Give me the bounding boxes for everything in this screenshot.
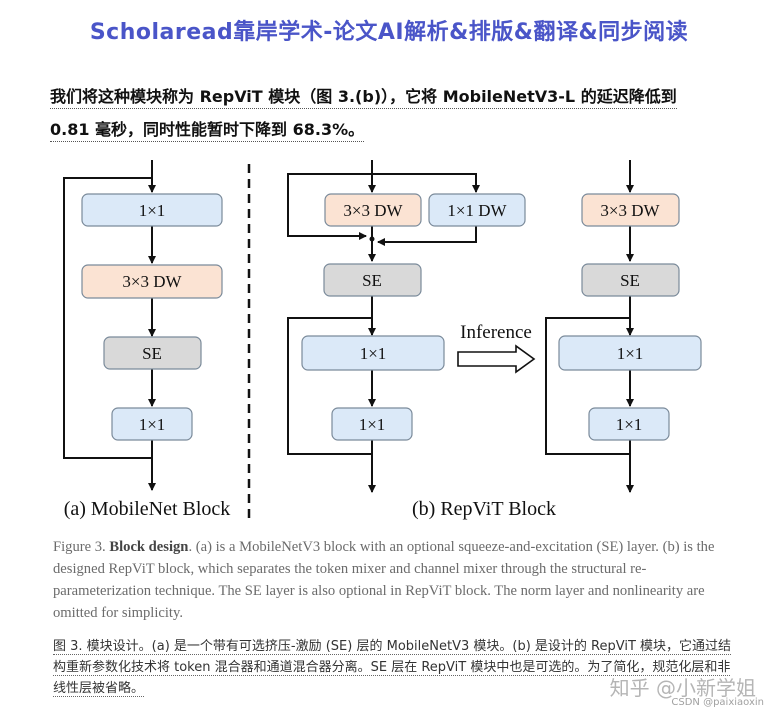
inference-arrow <box>457 344 536 374</box>
a-block-1x1-top <box>81 193 223 227</box>
a-block-se <box>103 336 202 370</box>
caption-en-bold: Block design <box>109 539 189 555</box>
intro-line-1: 我们将这种模块称为 RepViT 模块（图 3.(b)），它将 MobileNe… <box>50 87 677 109</box>
c-block-1x1-bottom <box>588 407 670 441</box>
a-block-1x1-bottom <box>111 407 193 441</box>
c-block-1x1-top <box>558 335 702 371</box>
inference-label: Inference <box>460 322 532 343</box>
figure-caption-en: Figure 3. Block design. (a) is a MobileN… <box>53 536 733 624</box>
b-residual <box>287 317 372 455</box>
caption-en-prefix: Figure 3. <box>53 539 110 555</box>
b-label-3x3dw: 3×3 DW <box>343 201 403 220</box>
intro-line-2: 0.81 毫秒，同时性能暂时下降到 68.3%。 <box>50 120 365 142</box>
a-skip-connection <box>63 177 152 459</box>
a-label-se: SE <box>142 344 162 363</box>
b-identity-branch <box>287 173 372 240</box>
b-add-node <box>369 236 375 242</box>
b-block-1x1dw <box>428 193 526 227</box>
a-caption: (a) MobileNet Block <box>64 498 231 520</box>
c-label-se: SE <box>620 271 640 290</box>
c-block-3x3dw <box>581 193 680 227</box>
b-block-1x1-bottom <box>331 407 413 441</box>
b-label-1x1dw: 1×1 DW <box>447 201 507 220</box>
b-label-1x1-top: 1×1 <box>360 344 387 363</box>
b-label-se: SE <box>362 271 382 290</box>
b-arrow-to-1x1dw <box>372 173 480 193</box>
caption-en-text: . (a) is a MobileNetV3 block with an opt… <box>53 539 715 621</box>
c-label-1x1-bottom: 1×1 <box>616 415 643 434</box>
c-label-3x3dw: 3×3 DW <box>600 201 660 220</box>
b-block-1x1-top <box>301 335 445 371</box>
c-residual <box>545 317 630 455</box>
page-title: Scholaread靠岸学术-论文AI解析&排版&翻译&同步阅读 <box>89 20 689 45</box>
a-label-1x1-top: 1×1 <box>139 201 166 220</box>
intro-paragraph: 我们将这种模块称为 RepViT 模块（图 3.(b)），它将 MobileNe… <box>50 80 710 146</box>
a-label-3x3dw: 3×3 DW <box>122 272 182 291</box>
a-block-3x3dw <box>81 264 223 299</box>
c-label-1x1-top: 1×1 <box>617 344 644 363</box>
b-label-1x1-bottom: 1×1 <box>359 415 386 434</box>
c-block-se <box>581 263 680 297</box>
figure-caption-zh: 图 3. 模块设计。(a) 是一个带有可选挤压-激励 (SE) 层的 Mobil… <box>53 636 733 699</box>
b-arrow-1x1dw-to-add <box>377 226 477 246</box>
b-caption: (b) RepViT Block <box>412 498 556 520</box>
a-label-1x1-bottom: 1×1 <box>139 415 166 434</box>
caption-zh-text: 图 3. 模块设计。(a) 是一个带有可选挤压-激励 (SE) 层的 Mobil… <box>53 639 732 697</box>
b-block-3x3dw <box>324 193 422 227</box>
b-block-se <box>323 263 422 297</box>
csdn-watermark: CSDN @paixiaoxin <box>671 697 764 708</box>
block-design-figure: 1×1 3×3 DW SE 1×1 3×3 DW 1×1 DW SE 1×1 1… <box>63 160 702 520</box>
zhihu-watermark: 知乎 @小新学姐 <box>609 676 756 700</box>
